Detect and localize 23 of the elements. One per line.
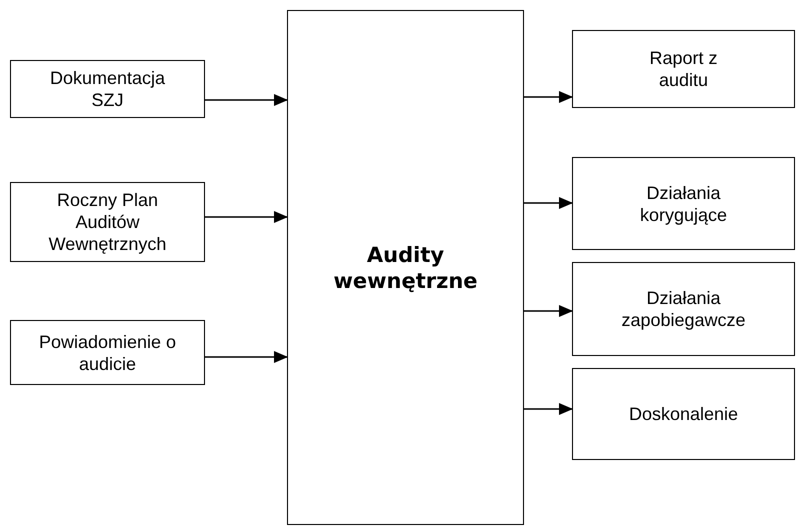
arrow <box>524 403 573 415</box>
box-label: Raport z auditu <box>648 47 719 91</box>
text-box <box>572 262 795 356</box>
process-box <box>287 10 524 525</box>
box-label: Roczny Plan Auditów Wewnętrznych <box>48 189 168 255</box>
box-label: Dokumentacja SZJ <box>48 67 166 111</box>
text-box <box>572 368 795 460</box>
box-label: Działania korygujące <box>638 182 728 226</box>
arrow <box>205 351 288 363</box>
arrow <box>524 197 573 209</box>
box-label: Powiadomienie o audicie <box>38 330 178 374</box>
text-box <box>572 30 795 108</box>
arrow <box>524 305 573 317</box>
box-label: Audity wewnętrzne <box>332 242 479 294</box>
text-box <box>10 60 205 118</box>
text-box <box>10 320 205 385</box>
arrow <box>524 91 573 103</box>
text-box <box>10 182 205 262</box>
arrow <box>205 211 288 223</box>
arrow <box>205 94 288 106</box>
text-box <box>572 157 795 250</box>
box-label: Doskonalenie <box>628 403 738 425</box>
box-label: Działania zapobiegawcze <box>620 287 747 331</box>
